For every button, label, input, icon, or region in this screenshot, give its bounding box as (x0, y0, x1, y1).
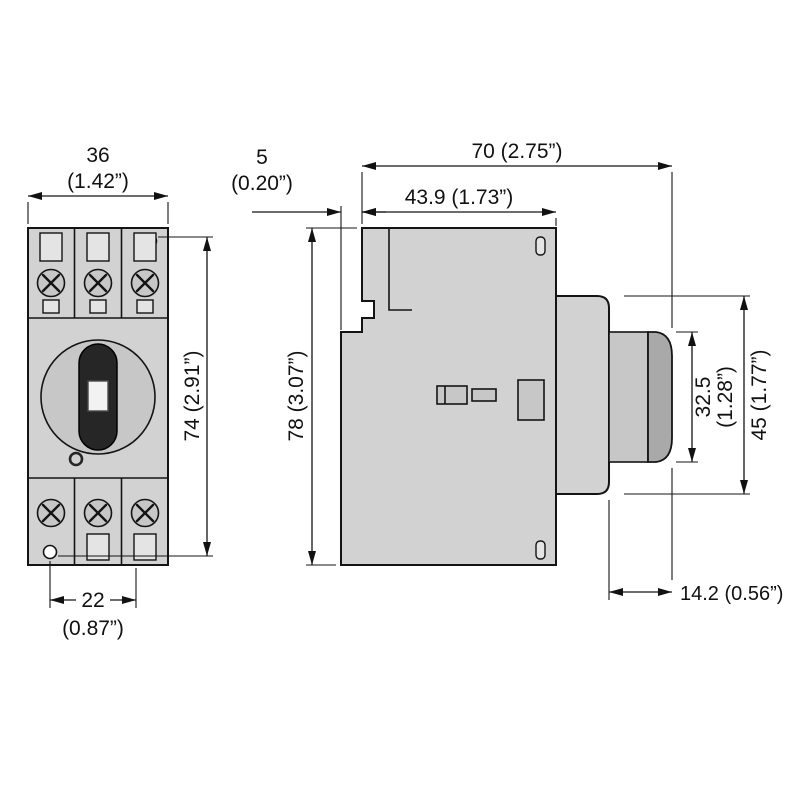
dim-body-depth: 43.9 (1.73”) (362, 186, 557, 226)
side-screw-slot-top (535, 236, 546, 256)
terminal-slot-top-1 (39, 232, 63, 262)
knob-indicator-window (87, 380, 109, 412)
side-screw-slot-bottom (535, 540, 546, 560)
clamp-top-1 (42, 299, 60, 314)
dim-front-width-mm-label: 36 (86, 144, 109, 167)
clamp-top-2 (89, 299, 107, 314)
dim-total-depth: 70 (2.75”) (361, 140, 673, 328)
terminal-slot-top-3 (133, 232, 157, 262)
knob-front-face (647, 331, 673, 463)
dim-knob-projection-label: 14.2 (0.56”) (680, 583, 783, 605)
screw-bottom-2 (83, 498, 113, 528)
clamp-top-3 (136, 299, 154, 314)
dim-handle-size-label: 45 (1.77”) (748, 349, 771, 440)
terminal-slot-top-2 (86, 232, 110, 262)
dim-overall-height-label: 78 (3.07”) (285, 350, 308, 441)
side-view (340, 227, 673, 566)
dim-hole-spacing-in-label: (0.87”) (62, 617, 124, 640)
dim-body-depth-label: 43.9 (1.73”) (405, 186, 514, 209)
dim-clip-offset-mm-label: 5 (256, 146, 268, 169)
dim-clip-offset-in-label: (0.20”) (231, 172, 293, 195)
front-view (27, 227, 169, 566)
dim-overall-height: 78 (3.07”) (285, 227, 357, 566)
side-interior-edge (388, 228, 412, 311)
dim-knob-diameter-mm-label: 32.5 (692, 377, 715, 418)
knob-cylinder (608, 331, 649, 463)
dim-knob-projection: 14.2 (0.56”) (608, 468, 783, 605)
screw-bottom-1 (36, 498, 66, 528)
terminal-slot-bottom-3 (133, 533, 157, 561)
dim-clip-offset: 5 (0.20”) (231, 146, 386, 330)
screw-top-3 (130, 268, 160, 298)
dim-knob-diameter-in-label: (1.28”) (714, 366, 737, 428)
screw-bottom-3 (130, 498, 160, 528)
side-panel-recess (517, 379, 545, 421)
side-latch (436, 385, 468, 405)
screw-top-1 (36, 268, 66, 298)
terminal-slot-bottom-2 (86, 533, 110, 561)
dim-knob-diameter: 32.5 (1.28”) (676, 331, 737, 463)
dim-front-width-in-label: (1.42”) (67, 170, 129, 193)
dim-handle-size: 45 (1.77”) (624, 295, 771, 495)
dim-front-height-label: 74 (2.91”) (181, 350, 204, 441)
front-mounting-hole (42, 544, 58, 560)
dim-front-height: 74 (2.91”) (58, 236, 213, 557)
dim-hole-spacing: 22 (0.87”) (49, 561, 137, 640)
dim-total-depth-label: 70 (2.75”) (471, 140, 562, 163)
dim-hole-spacing-mm-label: 22 (81, 589, 104, 612)
padlock-loop (68, 451, 84, 467)
knob-bezel (555, 295, 610, 495)
dim-front-width: 36 (1.42”) (27, 144, 169, 224)
side-latch-tab (471, 388, 497, 402)
screw-top-2 (83, 268, 113, 298)
